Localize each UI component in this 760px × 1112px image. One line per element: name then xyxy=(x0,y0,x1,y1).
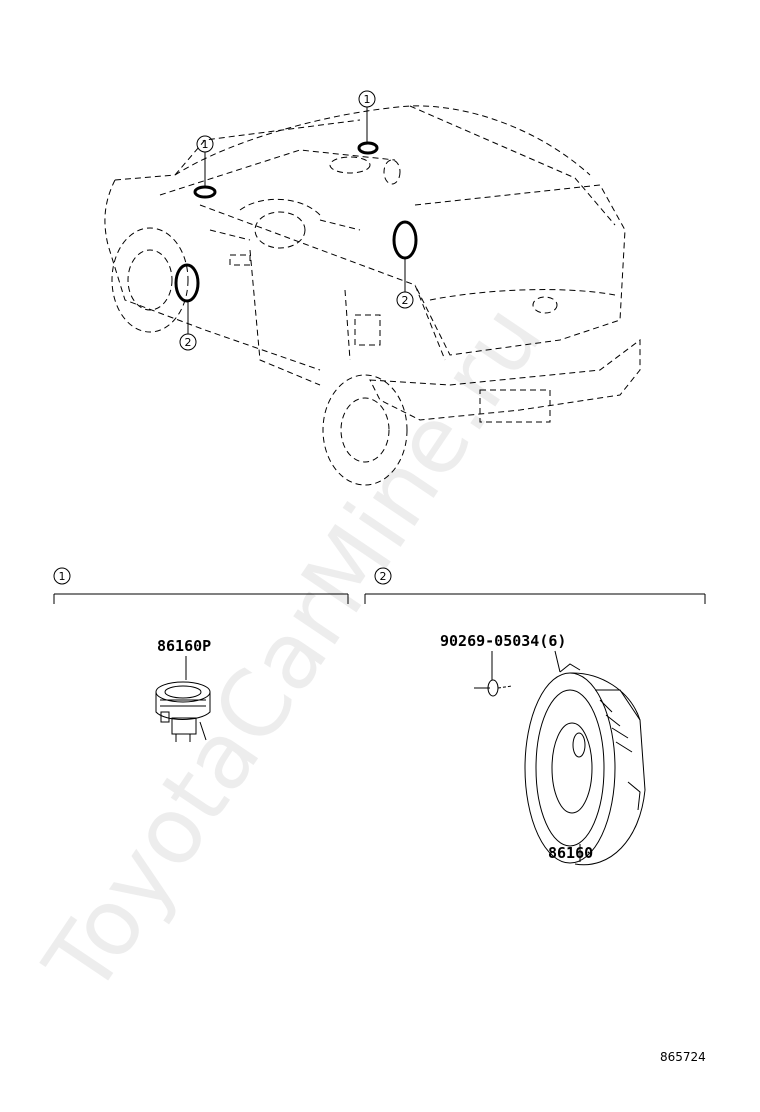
section-2-number: 2 xyxy=(380,570,387,583)
callout-number: 1 xyxy=(364,93,371,106)
callout-number: 2 xyxy=(185,336,192,349)
speaker-marker-rear-tweeter xyxy=(357,141,379,155)
figure-number: 865724 xyxy=(660,1050,706,1064)
speaker-marker-rear-door xyxy=(392,220,418,260)
part-label-86160P: 86160P xyxy=(157,637,211,655)
section-1-number: 1 xyxy=(59,570,66,583)
car-illustration xyxy=(104,105,641,486)
section-2: 2 90269-05034(6) 86160 xyxy=(364,567,706,866)
callout-number: 2 xyxy=(402,294,409,307)
car-callouts: 1 1 2 2 xyxy=(179,90,414,351)
screw-drawing xyxy=(474,679,513,697)
speaker-marker-front-tweeter xyxy=(193,185,217,199)
speaker-drawing xyxy=(524,663,646,866)
tweeter-drawing xyxy=(155,681,211,742)
speaker-marker-front-door xyxy=(174,263,200,303)
callout-number: 1 xyxy=(202,138,209,151)
section-1: 1 86160P xyxy=(53,567,349,742)
part-label-86160: 86160 xyxy=(548,844,593,862)
fastener-label-90269-05034: 90269-05034(6) xyxy=(440,632,566,650)
